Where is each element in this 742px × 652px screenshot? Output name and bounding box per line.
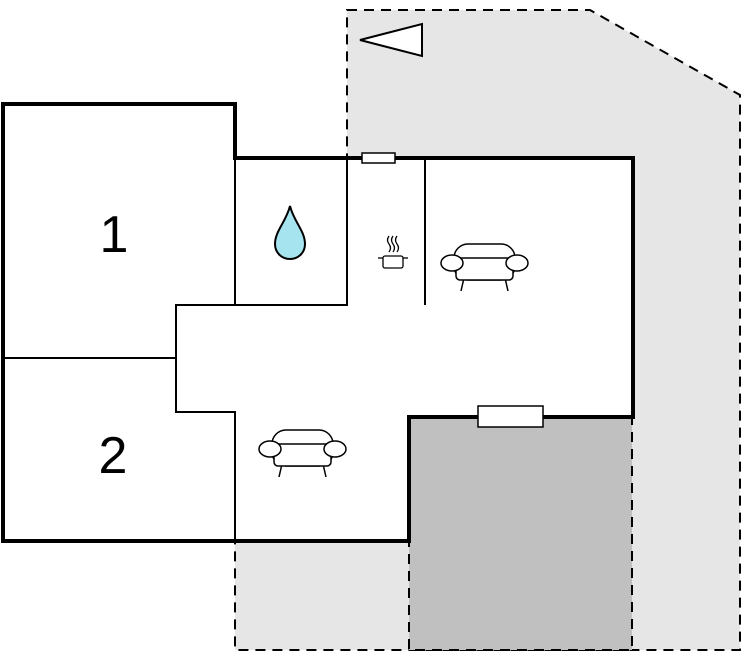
room-label-2: 2 (99, 427, 128, 485)
sofa-icon (440, 243, 529, 292)
room-label-1: 1 (100, 206, 129, 264)
covered-terrace (408, 416, 633, 651)
window (361, 152, 396, 164)
water-drop-icon (273, 205, 307, 261)
sofa-icon (258, 429, 347, 478)
interior-walls (3, 104, 426, 541)
north-arrow-icon (359, 22, 423, 58)
cooking-pot-icon (378, 235, 408, 269)
window (477, 405, 544, 428)
